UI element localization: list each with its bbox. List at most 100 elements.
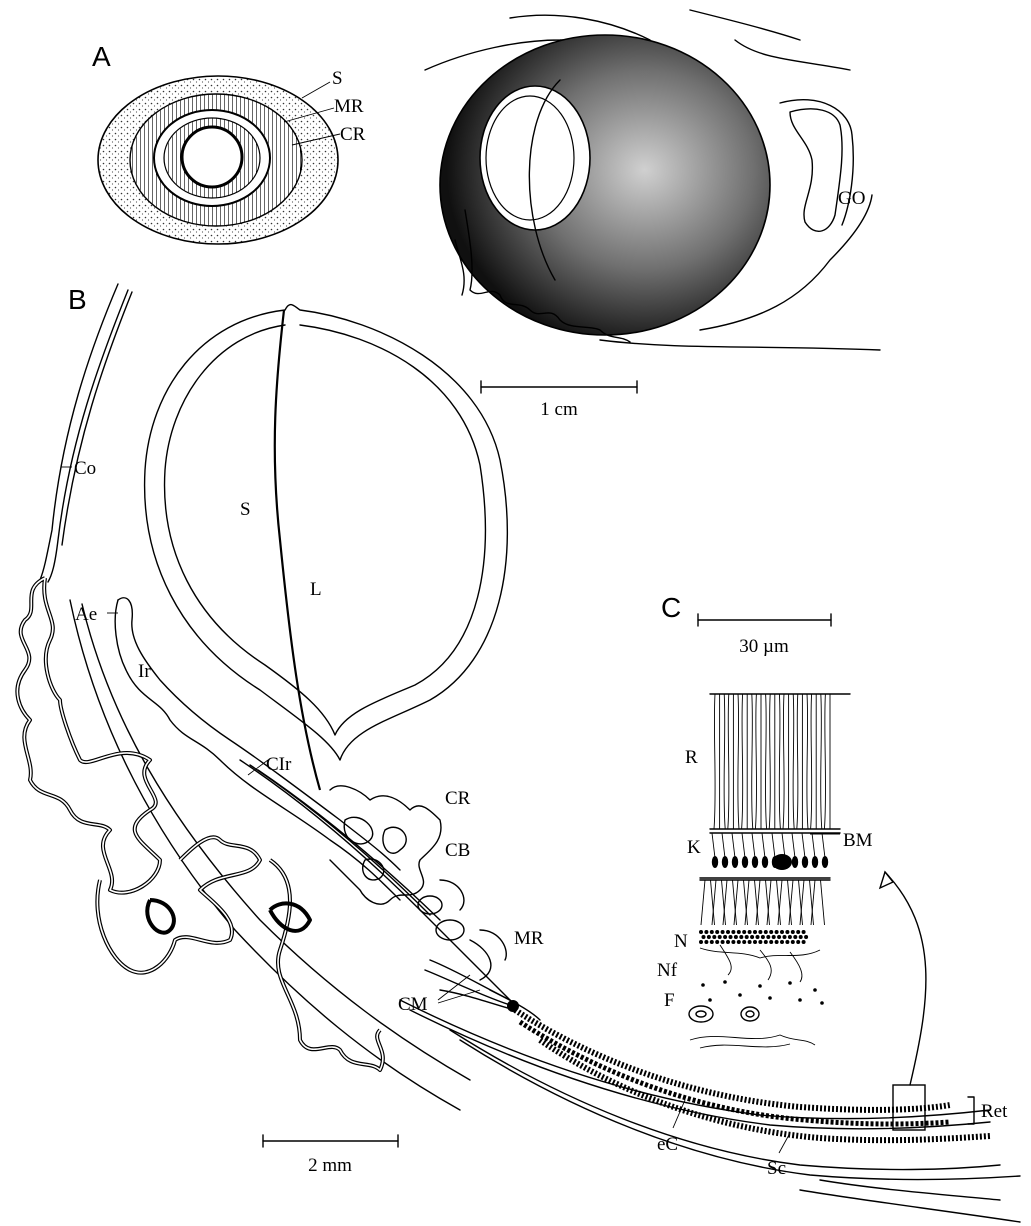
nuclear-cells bbox=[712, 833, 828, 870]
label-a-mr: MR bbox=[334, 96, 364, 117]
axon-line bbox=[821, 880, 825, 925]
nf-dot bbox=[768, 996, 772, 1000]
n-dot bbox=[721, 940, 725, 944]
retina-bracket bbox=[968, 1097, 974, 1124]
cell-fiber bbox=[772, 833, 775, 858]
label-b-sc: Sc bbox=[767, 1158, 786, 1179]
n-dot bbox=[734, 935, 738, 939]
n-dot bbox=[753, 940, 757, 944]
label-b-clr: CIr bbox=[266, 754, 292, 775]
cell-fiber bbox=[822, 833, 825, 858]
nf-dot bbox=[701, 983, 705, 987]
n-dot bbox=[704, 930, 708, 934]
panel-c: C 30 µm bbox=[657, 592, 873, 1048]
n-dot bbox=[702, 935, 706, 939]
cell-fiber bbox=[762, 833, 765, 858]
nf-dot bbox=[738, 993, 742, 997]
n-dot bbox=[788, 935, 792, 939]
panel-a-letter: A bbox=[92, 41, 111, 72]
n-dot bbox=[783, 935, 787, 939]
photoreceptor-rods bbox=[714, 694, 830, 829]
rod-line bbox=[714, 694, 715, 829]
n-dot bbox=[769, 940, 773, 944]
label-b-s: S bbox=[240, 499, 251, 520]
n-dot bbox=[791, 940, 795, 944]
n-dot bbox=[796, 930, 800, 934]
n-dot bbox=[712, 935, 716, 939]
rod-line bbox=[824, 694, 825, 829]
ciliary-body bbox=[330, 786, 540, 1020]
label-b-co: Co bbox=[74, 458, 96, 479]
cell-fiber bbox=[792, 833, 795, 858]
n-dot bbox=[785, 940, 789, 944]
n-dot bbox=[739, 935, 743, 939]
nf-dot bbox=[813, 988, 817, 992]
label-b-ret: Ret bbox=[981, 1101, 1008, 1122]
cell-fiber bbox=[742, 833, 745, 858]
rod-line bbox=[728, 694, 729, 829]
ocular-cross-section bbox=[98, 76, 338, 244]
n-dot bbox=[748, 940, 752, 944]
label-b-l: L bbox=[310, 579, 322, 600]
cell-nucleus bbox=[762, 856, 768, 868]
cell-nucleus bbox=[802, 856, 808, 868]
n-dot bbox=[729, 935, 733, 939]
n-dot bbox=[699, 930, 703, 934]
n-dot bbox=[721, 930, 725, 934]
panel-c-letter: C bbox=[661, 592, 681, 623]
label-b-cm: CM bbox=[398, 994, 428, 1015]
n-dot bbox=[742, 940, 746, 944]
cornea-layers bbox=[40, 284, 470, 1110]
n-dot bbox=[748, 930, 752, 934]
scale-bar-2mm: 2 mm bbox=[263, 1135, 398, 1176]
label-b-ir: Ir bbox=[138, 661, 151, 682]
rod-line bbox=[783, 694, 784, 829]
panel-a: A S MR CR bbox=[92, 10, 880, 420]
n-dot bbox=[726, 930, 730, 934]
n-dot bbox=[731, 930, 735, 934]
label-b-ec: eC bbox=[657, 1134, 678, 1155]
panel-b-letter: B bbox=[68, 284, 87, 315]
label-b-ae: Ae bbox=[75, 604, 97, 625]
n-dot bbox=[718, 935, 722, 939]
label-a-cr: CR bbox=[340, 124, 366, 145]
label-c-k: K bbox=[687, 837, 701, 858]
n-dot bbox=[715, 940, 719, 944]
n-dot bbox=[745, 935, 749, 939]
n-dot bbox=[731, 940, 735, 944]
rod-line bbox=[752, 694, 753, 829]
rod-line bbox=[821, 694, 822, 829]
inset-arrow bbox=[885, 872, 926, 1085]
cell-fiber bbox=[712, 833, 715, 858]
n-dot bbox=[753, 930, 757, 934]
rod-line bbox=[765, 694, 766, 829]
n-dot bbox=[764, 930, 768, 934]
n-dot bbox=[737, 930, 741, 934]
scale-label-1cm: 1 cm bbox=[540, 399, 578, 420]
label-c-n: N bbox=[674, 931, 688, 952]
n-dot bbox=[710, 940, 714, 944]
n-dot bbox=[766, 935, 770, 939]
label-c-nf: Nf bbox=[657, 960, 678, 981]
n-dot bbox=[802, 940, 806, 944]
axon-line bbox=[701, 880, 705, 925]
nf-dot bbox=[788, 981, 792, 985]
cell-fiber bbox=[812, 833, 815, 858]
n-dot bbox=[799, 935, 803, 939]
rod-line bbox=[779, 694, 780, 829]
eyeball-drawing bbox=[425, 10, 880, 350]
nucleus-dots bbox=[699, 930, 808, 944]
cell-nucleus bbox=[812, 856, 818, 868]
inner-fibers bbox=[701, 880, 825, 925]
scale-label-30um: 30 µm bbox=[739, 636, 789, 657]
n-dot bbox=[761, 935, 765, 939]
rod-line bbox=[724, 694, 725, 829]
nf-dot bbox=[708, 998, 712, 1002]
rod-line bbox=[742, 694, 743, 829]
cell-nucleus bbox=[772, 854, 792, 870]
n-dot bbox=[785, 930, 789, 934]
rod-line bbox=[807, 694, 808, 829]
label-a-s: S bbox=[332, 68, 343, 89]
retina-layers-detail bbox=[689, 694, 850, 1048]
